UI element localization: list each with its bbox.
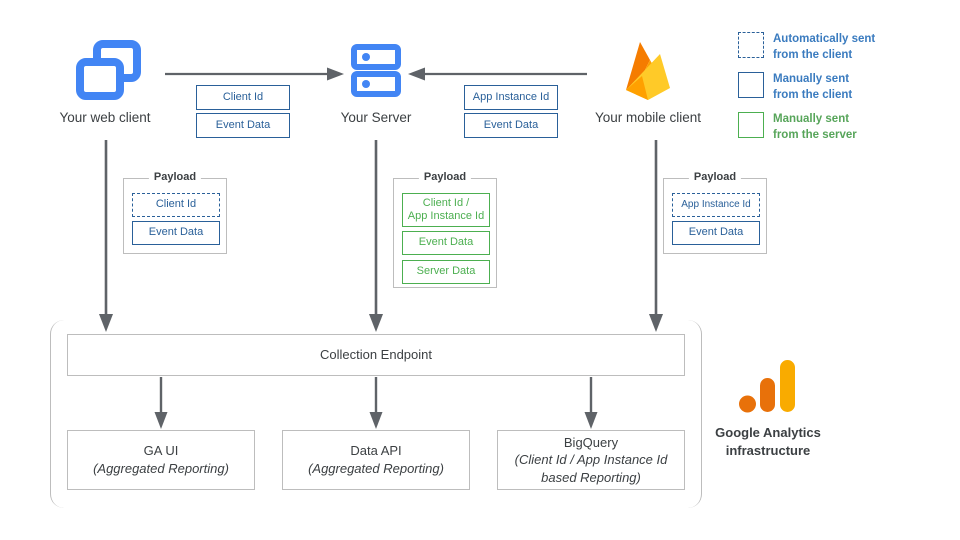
payload-title: Payload	[688, 171, 742, 183]
legend-label-line1: Automatically sent	[773, 33, 876, 45]
payload-title: Payload	[418, 171, 472, 183]
legend-label-line2: from the server	[773, 128, 857, 141]
legend-item-manual-server: Manually sent from the server	[738, 112, 857, 143]
ga-infrastructure-label: Google Analytics infrastructure	[688, 424, 848, 459]
payload-mobile-client: Payload App Instance Id Event Data	[663, 171, 767, 254]
payload-web-client: Payload Client Id Event Data	[123, 171, 227, 254]
payload-item-client-id: Client Id	[132, 193, 220, 217]
output-title: BigQuery	[563, 434, 619, 450]
ga-label-line2: infrastructure	[725, 442, 811, 458]
arrow-web-to-endpoint	[99, 140, 113, 332]
legend-swatch-solid-blue-icon	[738, 72, 764, 98]
output-title: Data API	[350, 443, 402, 459]
legend-swatch-solid-green-icon	[738, 112, 764, 138]
legend-label-line2: from the client	[773, 88, 853, 101]
browser-windows-icon	[76, 40, 141, 100]
google-analytics-logo	[739, 360, 795, 413]
transit-chip-client-id: Client Id	[196, 85, 290, 110]
legend-label-line1: Manually sent	[773, 73, 850, 85]
payload-item-app-instance-id: App Instance Id	[672, 193, 760, 217]
node-label-server: Your Server	[340, 110, 412, 125]
collection-endpoint-box: Collection Endpoint	[67, 334, 685, 376]
arrow-server-to-endpoint	[369, 140, 383, 332]
output-subtitle: (Aggregated Reporting)	[93, 461, 229, 476]
payload-item-server-data: Server Data	[402, 260, 490, 284]
legend-item-automatic-client: Automatically sent from the client	[738, 32, 875, 63]
legend-label-line2: from the client	[773, 48, 853, 61]
transit-chip-event-data-web: Event Data	[196, 113, 290, 138]
server-racks-icon	[351, 44, 401, 97]
node-label-web-client: Your web client	[59, 110, 151, 125]
payload-item-event-data: Event Data	[132, 221, 220, 245]
payload-item-event-data: Event Data	[672, 221, 760, 245]
payload-server: Payload Client Id / App Instance Id Even…	[393, 171, 497, 288]
arrow-endpoint-to-bigquery	[584, 377, 598, 429]
output-subtitle: (Client Id / App Instance Id based Repor…	[514, 452, 668, 485]
payload-title: Payload	[148, 171, 202, 183]
legend: Automatically sent from the client Manua…	[738, 32, 953, 142]
payload-item-event-data: Event Data	[402, 231, 490, 255]
output-title: GA UI	[143, 443, 179, 459]
legend-label-line1: Manually sent	[773, 113, 850, 125]
legend-item-manual-client: Manually sent from the client	[738, 72, 852, 103]
node-label-mobile-client: Your mobile client	[594, 110, 702, 125]
transit-chip-event-data-mobile: Event Data	[464, 113, 558, 138]
output-subtitle: (Aggregated Reporting)	[308, 461, 444, 476]
payload-item-client-or-app-instance-id: Client Id / App Instance Id	[402, 193, 490, 227]
transit-chip-app-instance-id: App Instance Id	[464, 85, 558, 110]
ga-label-line1: Google Analytics	[715, 425, 821, 440]
output-box-data-api: Data API (Aggregated Reporting)	[282, 430, 470, 490]
arrow-endpoint-to-ga-ui	[154, 377, 168, 429]
collection-endpoint-label: Collection Endpoint	[319, 347, 433, 363]
arrow-web-to-server	[165, 67, 344, 81]
firebase-flame-icon	[626, 42, 670, 100]
arrow-endpoint-to-data-api	[369, 377, 383, 429]
arrow-mobile-to-server	[408, 67, 587, 81]
output-box-bigquery: BigQuery (Client Id / App Instance Id ba…	[497, 430, 685, 490]
legend-swatch-dashed-icon	[738, 32, 764, 58]
output-box-ga-ui: GA UI (Aggregated Reporting)	[67, 430, 255, 490]
